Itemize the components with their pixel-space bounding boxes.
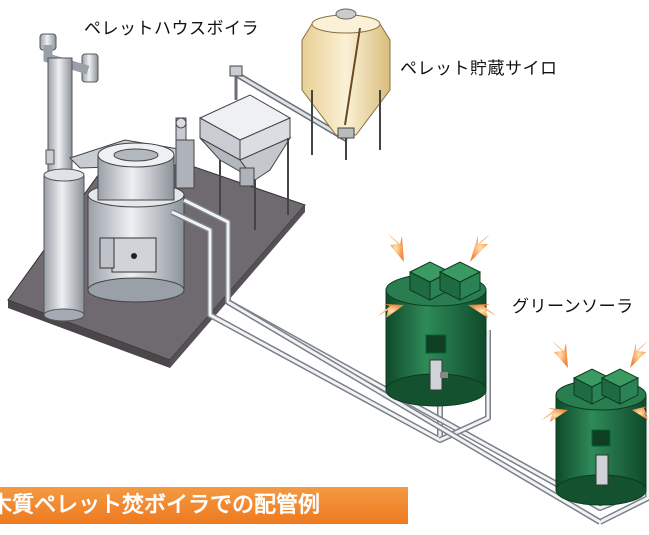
chimney: [39, 33, 99, 322]
feed-auger: [229, 65, 350, 143]
pellet-hopper: [198, 94, 292, 230]
solar-label: グリーンソーラ: [512, 297, 634, 317]
heat-arrows-1: [378, 234, 496, 318]
heat-arrows-2: [542, 341, 648, 422]
silo-label: ペレット貯蔵サイロ: [400, 59, 558, 79]
pellet-silo: [301, 8, 391, 160]
diagram-title-banner: 木質ペレット焚ボイラでの配管例: [0, 487, 408, 524]
green-solar-tank-1: [385, 261, 487, 407]
pellet-boiler: [69, 117, 195, 303]
green-solar-tank-2: [555, 368, 647, 506]
boiler-label: ペレットハウスボイラ: [84, 19, 259, 39]
